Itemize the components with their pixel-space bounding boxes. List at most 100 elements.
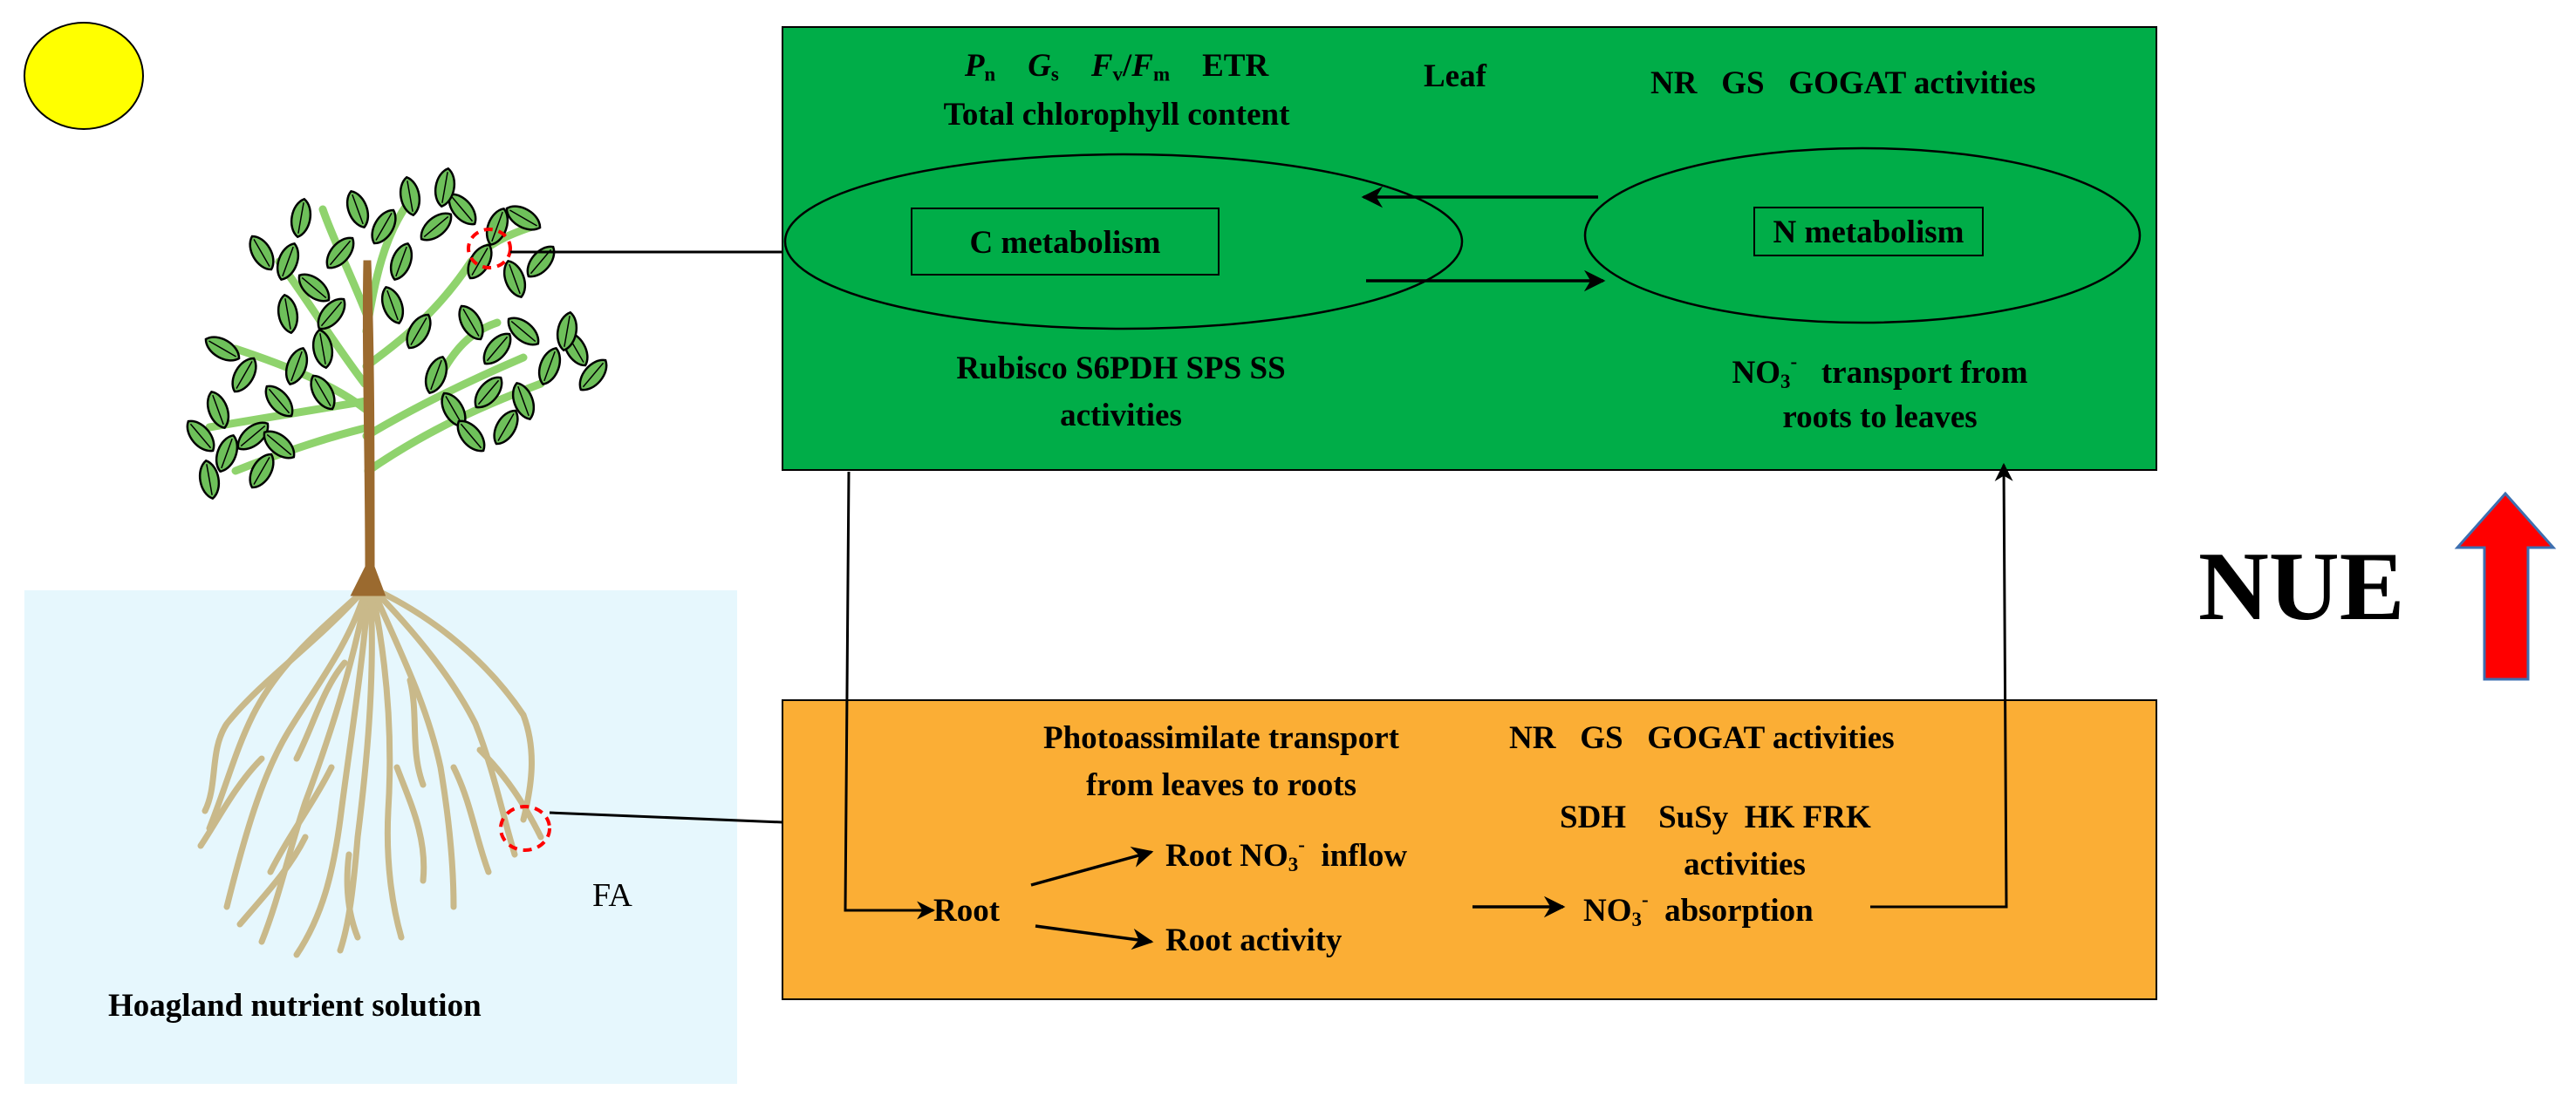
leaf-vein [236, 361, 253, 389]
leaf-vein [430, 359, 442, 391]
leaf-vein [497, 413, 515, 441]
leaf-vein [486, 336, 509, 362]
leaf-vein [509, 209, 537, 227]
nutrient-solution-area [24, 590, 737, 1084]
fm-symbol: F [1131, 48, 1153, 84]
leaf-vein [509, 263, 521, 295]
leaf-vein [564, 316, 571, 347]
leaf-panel [782, 26, 2157, 471]
leaf-vein [441, 172, 448, 203]
photoassimilate-line2: from leaves to roots [1086, 767, 1356, 803]
leaf-vein [208, 340, 236, 358]
leaf-c-enzymes-line1: Rubisco S6PDH SPS SS [956, 351, 1286, 386]
leaf-vein [319, 333, 326, 364]
gs-symbol: G [1028, 48, 1051, 84]
leaf-vein [268, 388, 290, 414]
root-activity-label: Root activity [1165, 923, 1343, 958]
leaf-vein [471, 248, 489, 276]
root-strand [450, 764, 492, 875]
fa-label: FA [592, 877, 632, 914]
photoassimilate-line1: Photoassimilate transport [1043, 720, 1399, 756]
root-connector-line [549, 811, 783, 824]
leaf-sample-marker [467, 228, 512, 269]
nue-up-arrow-icon [2454, 491, 2557, 681]
root-strand [236, 834, 309, 928]
root-strand [267, 764, 335, 875]
leaf-c-enzymes-line2: activities [1060, 398, 1182, 433]
branch-stroke [231, 423, 373, 475]
leaf-vein [206, 464, 213, 495]
leaf-title: Leaf [1424, 58, 1486, 94]
leaf-vein [375, 213, 393, 241]
root-to-activity-arrow [1035, 924, 1154, 950]
no3-transport-line1: NO3- transport from [1649, 350, 2111, 393]
fm-subscript: m [1152, 63, 1171, 85]
root-strand [372, 591, 457, 910]
c-metabolism-label: C metabolism [911, 208, 1220, 276]
root-strand [373, 589, 518, 858]
leaf-vein [284, 298, 291, 330]
root-to-inflow-arrow [1030, 847, 1154, 887]
leaf-vein [290, 351, 303, 382]
leaf-vein [352, 194, 364, 225]
leaf-vein [530, 249, 552, 275]
root-strand [258, 589, 370, 945]
root-strand [202, 589, 365, 814]
leaf-n-enzymes: NR GS GOGAT activities [1650, 65, 2036, 101]
leaf-vein [329, 240, 352, 266]
leaf-vein [410, 317, 427, 345]
root-no3-inflow: Root NO3- inflow [1165, 833, 1407, 876]
no3-transport-rest: transport from [1821, 355, 2028, 392]
absorption-post: absorption [1664, 893, 1814, 930]
leaf-vein [477, 379, 500, 405]
n-metabolism-ellipse [1583, 146, 2142, 324]
leaf-vein [445, 396, 462, 424]
leaf-vein [240, 425, 266, 447]
leaf-vein [395, 246, 407, 277]
leaf-vein [451, 196, 474, 222]
absorption-to-leaf-arrow [1870, 462, 2013, 909]
root-strand [393, 764, 427, 884]
fv-subscript: v [1112, 63, 1124, 85]
root-inflow-superscript: - [1298, 834, 1305, 855]
root-inflow-pre: Root NO [1165, 838, 1288, 875]
absorption-pre: NO [1583, 893, 1632, 930]
root-strand [293, 591, 372, 958]
pn-subscript: n [984, 63, 996, 85]
etr-label: ETR [1202, 48, 1269, 84]
trunk-shape [350, 260, 386, 596]
n-metabolism-label: N metabolism [1753, 207, 1984, 256]
solution-label: Hoagland nutrient solution [108, 988, 482, 1024]
fv-symbol: F [1090, 48, 1113, 84]
chlorophyll-label: Total chlorophyll content [943, 97, 1290, 133]
plant-illustration [186, 167, 608, 958]
absorption-superscript: - [1641, 889, 1649, 910]
root-sample-marker [499, 805, 551, 852]
root-n-enzymes: NR GS GOGAT activities [1509, 720, 1895, 756]
leaf-vein [543, 351, 556, 382]
leaf-vein [212, 394, 224, 426]
leaf-vein [386, 289, 399, 321]
leaves-drawing [186, 167, 608, 501]
leaf-vein [423, 215, 449, 238]
no3-base: NO [1732, 355, 1780, 392]
leaf-vein [297, 202, 304, 234]
no3-superscript: - [1790, 351, 1798, 372]
leaf-vein [460, 423, 482, 449]
leaf-params: Pn Gs Fv/Fm ETR [890, 47, 1343, 86]
branch-stroke [362, 353, 528, 440]
root-inflow-post: inflow [1321, 838, 1408, 875]
root-strand [293, 659, 348, 762]
absorption-subscript: 3 [1631, 908, 1642, 930]
root-strand [476, 746, 544, 841]
leaf-vein [301, 276, 327, 299]
root-c-enzymes-line1: SDH SuSy HK FRK [1560, 800, 1871, 835]
leaf-vein [407, 180, 413, 212]
sun-icon [24, 22, 144, 130]
leaf-vein [320, 301, 343, 327]
no3-subscript: 3 [1780, 370, 1791, 392]
root-strand [370, 593, 405, 941]
root-panel [782, 699, 2157, 1000]
